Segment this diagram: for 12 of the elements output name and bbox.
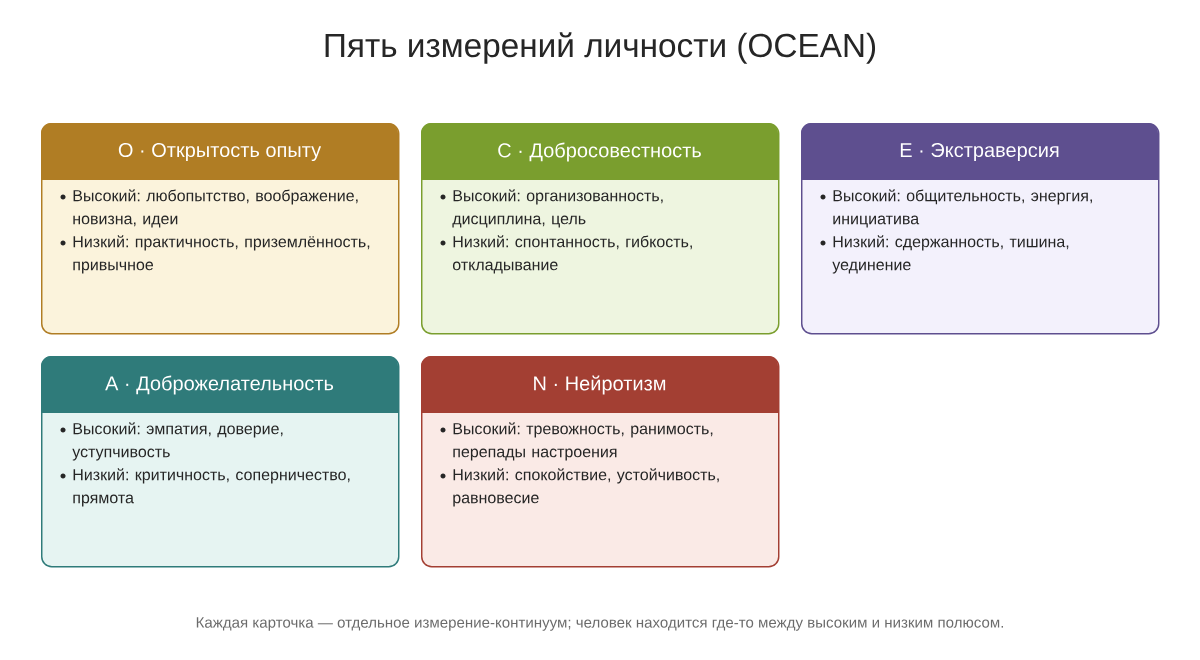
bullet-item: Низкий: критичность, соперничество, прямота	[73, 468, 350, 507]
caption: Каждая карточка — отдельное измерение-континуум; человек находится где-то между высоким и низким полюсом.	[196, 617, 1003, 631]
bullet-item: Низкий: спокойствие, устойчивость, равновесие	[453, 468, 719, 507]
bullet-item: Низкий: сдержанность, тишина, уединение	[832, 235, 1069, 274]
title: Пять измерений личности (OCEAN)	[325, 32, 876, 64]
bullet-item: Высокий: организованность, дисциплина, цель	[452, 189, 663, 228]
bullet-item: Высокий: эмпатия, доверие, уступчивость	[72, 422, 283, 461]
bullet-item: Высокий: общительность, энергия, инициатива	[833, 189, 1092, 228]
bullet-item: Низкий: спонтанность, гибкость, откладывание	[452, 235, 692, 274]
bullet-item: Высокий: любопытство, воображение, новизна, идеи	[73, 189, 358, 228]
bullet-item: Высокий: тревожность, ранимость, перепады настроения	[453, 422, 713, 461]
bullet-item: Низкий: практичность, приземлённость, привычное	[73, 235, 370, 274]
